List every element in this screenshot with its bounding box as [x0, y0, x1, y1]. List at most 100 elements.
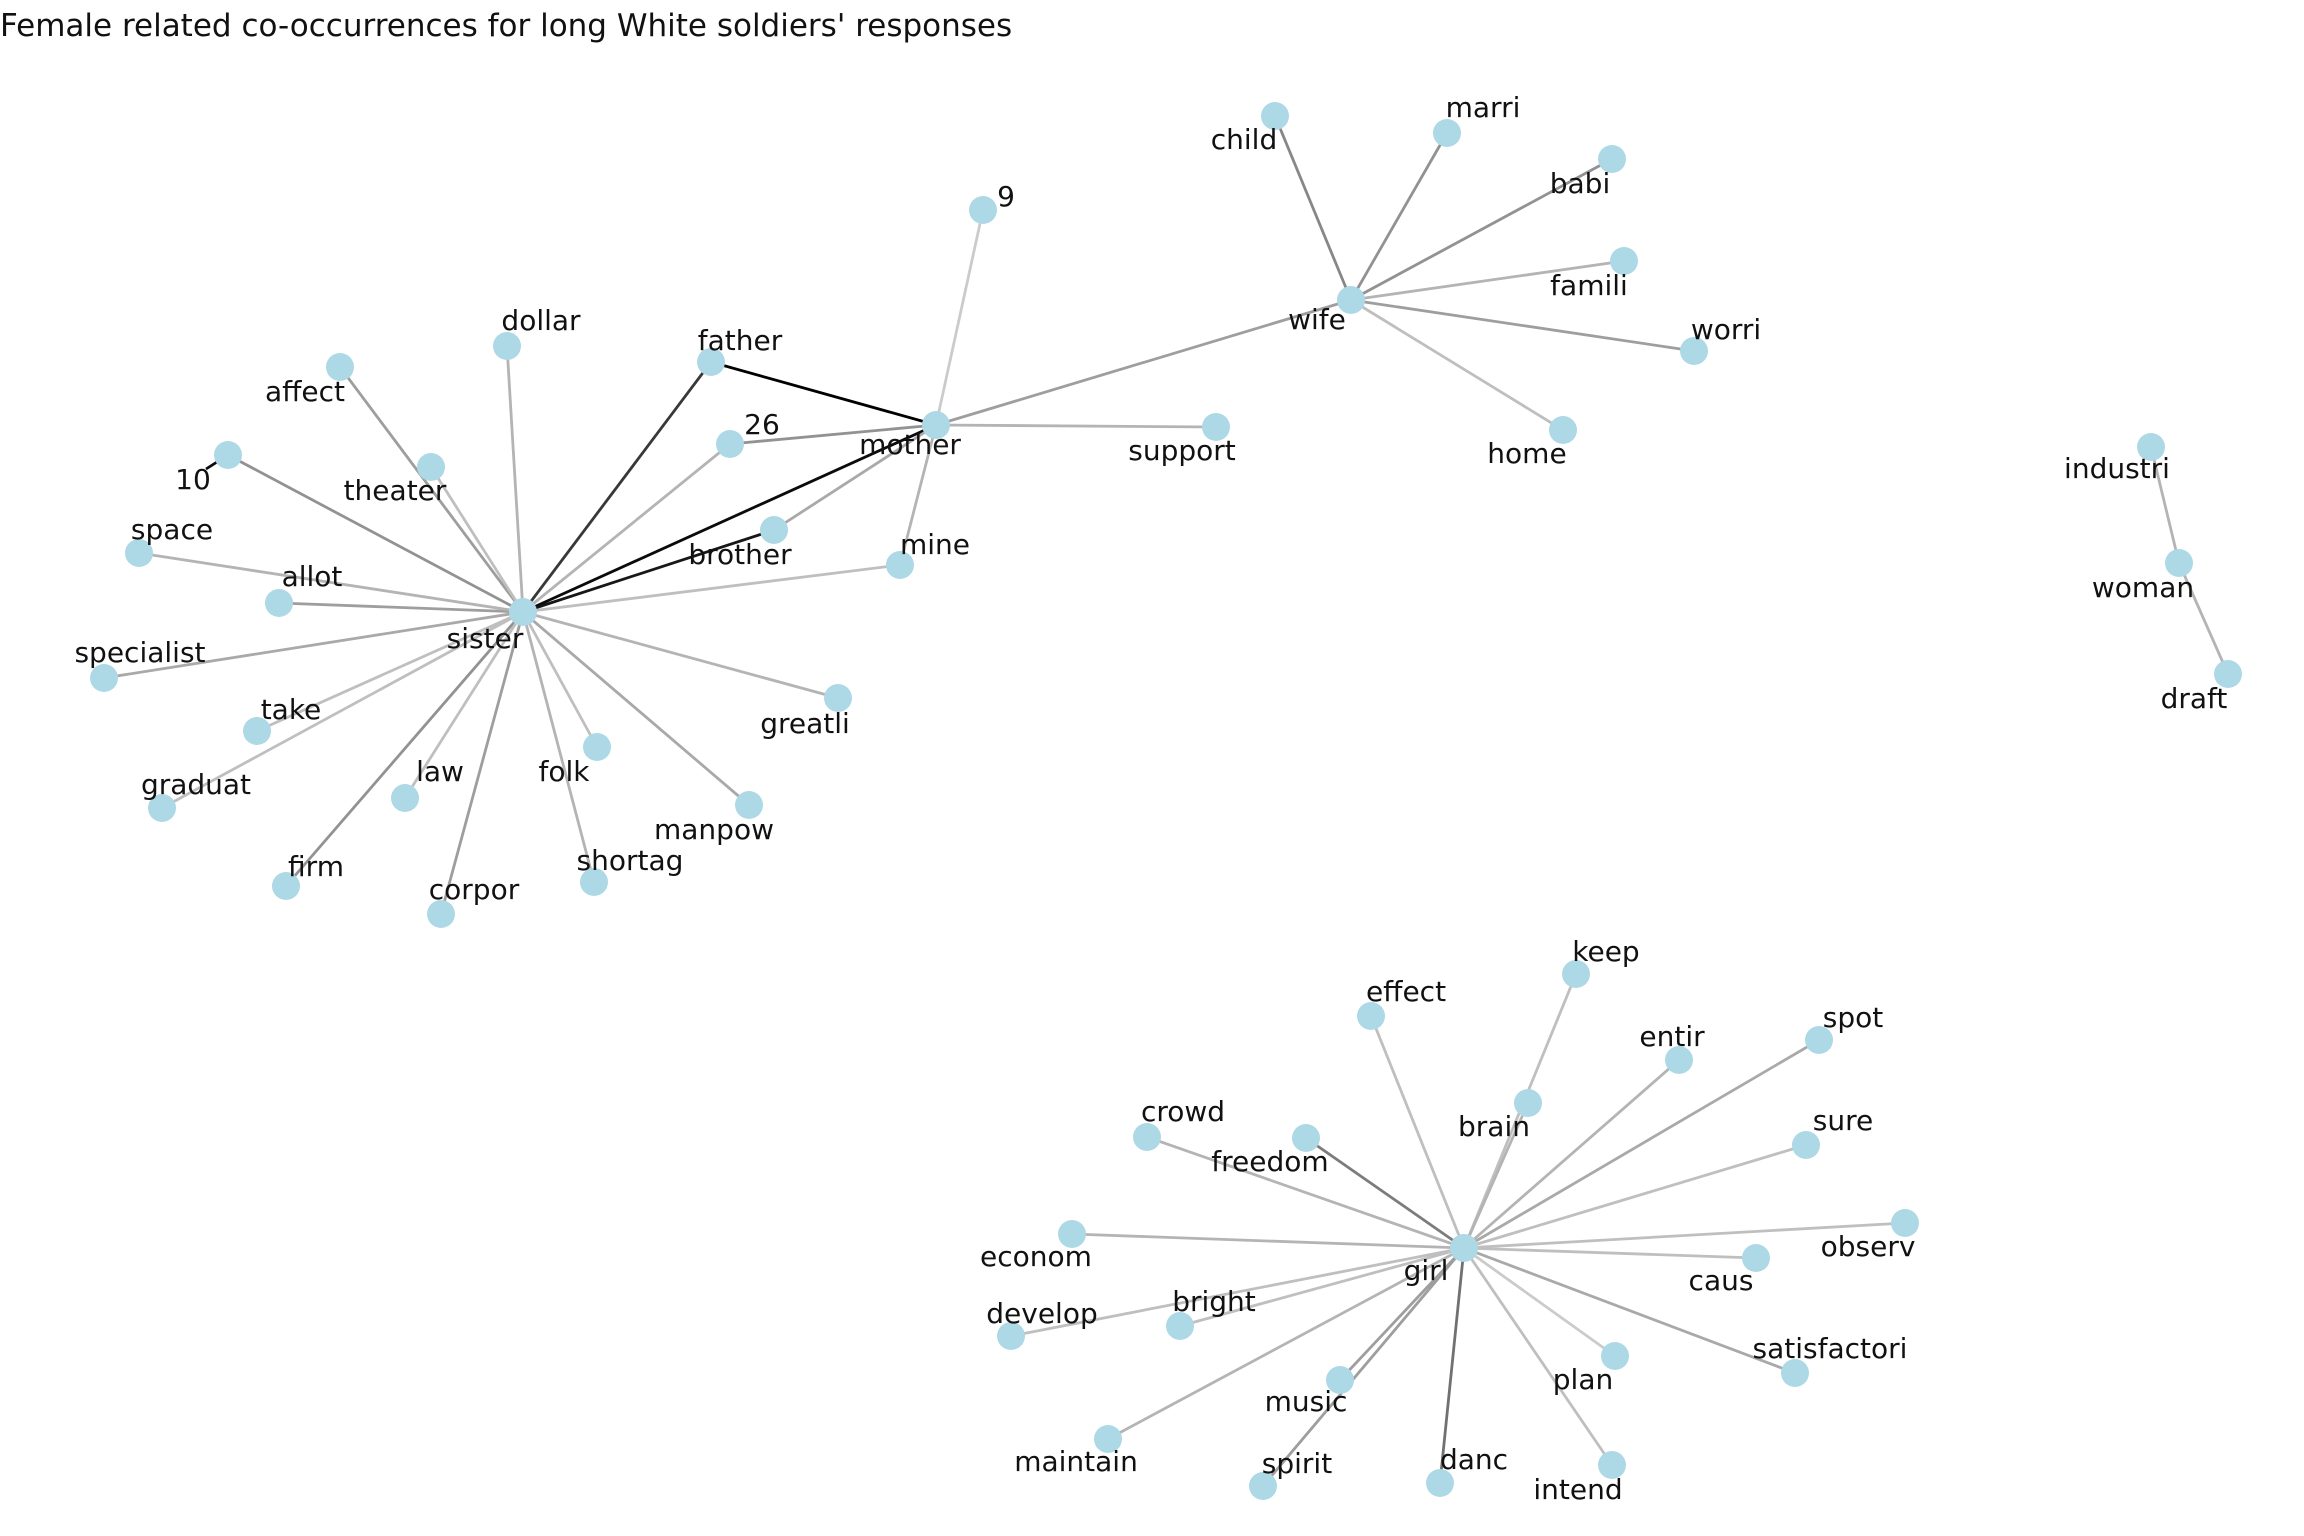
node-26: [716, 430, 744, 458]
edge-girl-spirit: [1261, 1247, 1466, 1487]
edge-girl-spot: [1463, 1038, 1820, 1250]
node-specialist: [90, 664, 118, 692]
node-label-support: support: [1128, 434, 1236, 467]
edge-mother-mine: [898, 424, 938, 566]
node-theater: [417, 453, 445, 481]
node-label-space: space: [131, 513, 213, 546]
node-keep: [1562, 960, 1590, 988]
edge-sister-firm: [284, 611, 525, 887]
edge-girl-satisfactori: [1463, 1246, 1796, 1375]
node-crowd: [1133, 1123, 1161, 1151]
edges-layer: [103, 115, 2230, 1487]
node-label-9: 9: [997, 180, 1015, 213]
node-label-danc: danc: [1440, 1443, 1508, 1476]
edge-mother-support: [935, 423, 1217, 429]
edge-girl-bright: [1179, 1246, 1465, 1328]
node-intend: [1598, 1451, 1626, 1479]
edge-wife-babi: [1350, 157, 1613, 302]
node-label-girl: girl: [1404, 1254, 1449, 1287]
edge-girl-danc: [1438, 1247, 1466, 1484]
node-label-26: 26: [744, 408, 780, 441]
node-label-theater: theater: [344, 474, 447, 507]
node-label-satisfactori: satisfactori: [1753, 1332, 1908, 1365]
node-observ: [1891, 1209, 1919, 1237]
node-label-allot: allot: [282, 560, 343, 593]
node-corpor: [427, 900, 455, 928]
edge-sister-theater: [429, 466, 525, 613]
edge-wife-famili: [1350, 259, 1625, 302]
node-label-law: law: [416, 755, 464, 788]
node-label-brother: brother: [688, 538, 792, 571]
edge-girl-maintain: [1107, 1246, 1465, 1441]
node-label-maintain: maintain: [1014, 1445, 1138, 1478]
edge-sister-10: [227, 453, 524, 614]
node-spot: [1805, 1026, 1833, 1054]
node-label-10: 10: [175, 463, 211, 496]
node-plan: [1601, 1342, 1629, 1370]
node-label-sister: sister: [447, 622, 524, 655]
node-label-babi: babi: [1550, 167, 1610, 200]
node-label-entir: entir: [1639, 1020, 1705, 1053]
node-label-sure: sure: [1813, 1104, 1873, 1137]
node-label-corpor: corpor: [429, 873, 520, 906]
node-label-specialist: specialist: [74, 636, 205, 669]
node-sister: [509, 598, 537, 626]
node-draft: [2214, 660, 2242, 688]
edge-girl-sure: [1463, 1143, 1807, 1250]
node-brother: [760, 516, 788, 544]
node-wife: [1337, 286, 1365, 314]
node-label-child: child: [1211, 123, 1277, 156]
edge-girl-observ: [1463, 1221, 1906, 1250]
node-support: [1202, 413, 1230, 441]
edge-girl-develop: [1010, 1246, 1465, 1338]
node-brain: [1514, 1089, 1542, 1117]
node-9: [969, 196, 997, 224]
node-law: [391, 784, 419, 812]
edge-woman-draft: [2177, 562, 2230, 675]
node-allot: [265, 589, 293, 617]
node-label-develop: develop: [986, 1297, 1097, 1330]
node-industri: [2137, 433, 2165, 461]
chart-title: Female related co-occurrences for long W…: [0, 8, 1013, 44]
nodes-layer: [90, 102, 2242, 1500]
node-babi: [1598, 145, 1626, 173]
edge-sister-shortag: [521, 611, 596, 883]
edge-girl-caus: [1463, 1246, 1757, 1260]
node-dollar: [493, 332, 521, 360]
edge-sister-dollar: [505, 345, 525, 613]
node-father: [697, 348, 725, 376]
node-take: [243, 717, 271, 745]
edge-girl-intend: [1462, 1247, 1614, 1466]
node-firm: [272, 872, 300, 900]
edge-sister-space: [138, 551, 524, 614]
edge-girl-econom: [1071, 1232, 1465, 1250]
node-label-manpow: manpow: [654, 813, 774, 846]
edge-sister-greatli: [522, 610, 839, 700]
node-satisfactori: [1781, 1359, 1809, 1387]
node-label-home: home: [1487, 437, 1566, 470]
node-label-draft: draft: [2161, 682, 2228, 715]
edge-girl-effect: [1369, 1015, 1466, 1249]
node-label-keep: keep: [1572, 935, 1639, 968]
edge-mother-brother: [773, 423, 937, 532]
node-label-spot: spot: [1823, 1001, 1883, 1034]
node-space: [125, 539, 153, 567]
node-girl: [1450, 1234, 1478, 1262]
node-greatli: [824, 684, 852, 712]
edge-industri-woman: [2149, 446, 2181, 564]
edge-wife-worri: [1350, 298, 1695, 353]
node-label-graduat: graduat: [141, 768, 251, 801]
node-label-bright: bright: [1172, 1285, 1256, 1318]
node-marri: [1433, 119, 1461, 147]
node-label-father: father: [698, 324, 783, 357]
node-econom: [1058, 1220, 1086, 1248]
node-label-worri: worri: [1691, 313, 1761, 346]
node-home: [1549, 416, 1577, 444]
edge-sister-graduat: [161, 610, 524, 810]
node-label-crowd: crowd: [1141, 1095, 1225, 1128]
node-affect: [326, 353, 354, 381]
edge-girl-brain: [1462, 1102, 1530, 1249]
node-label-take: take: [261, 693, 322, 726]
node-famili: [1610, 247, 1638, 275]
